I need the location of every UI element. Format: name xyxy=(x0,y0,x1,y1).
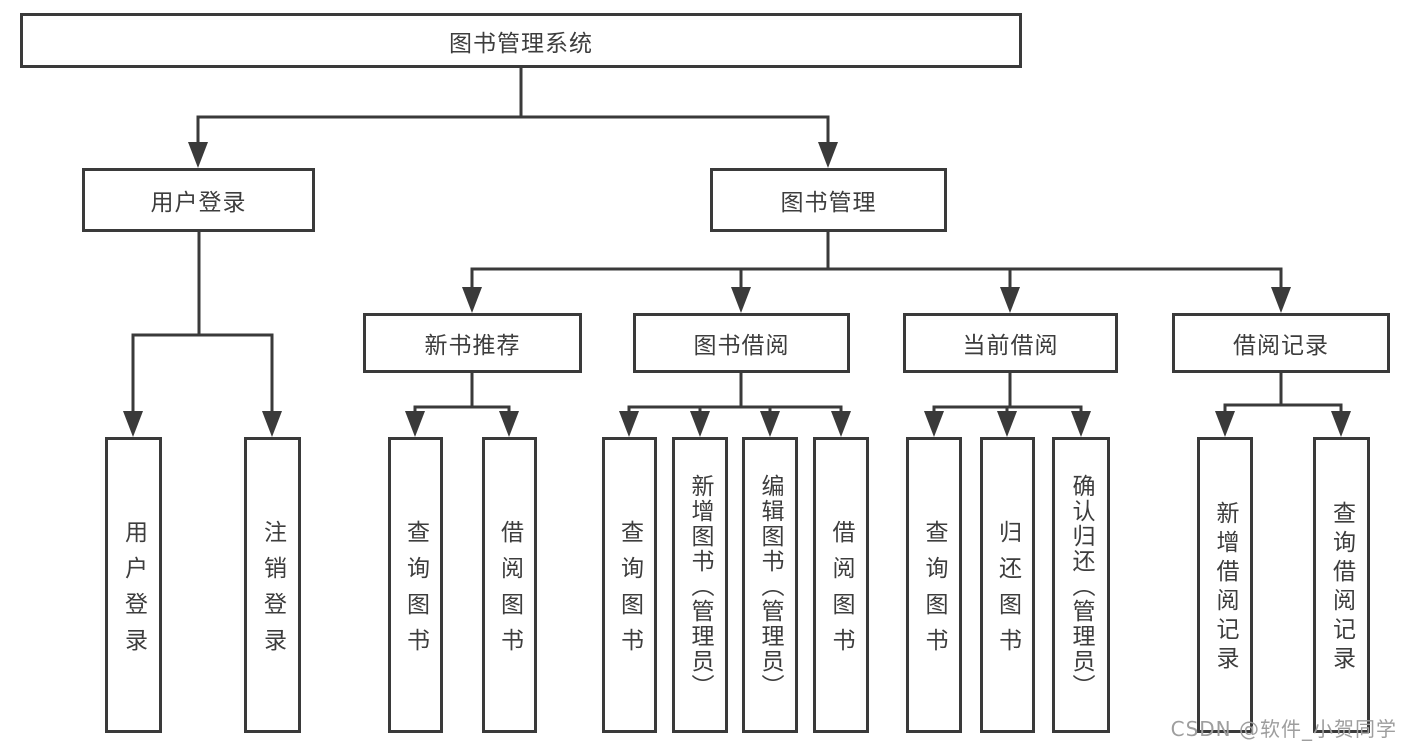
leaf-edit-books-admin: 编辑图书（管理员） xyxy=(742,437,798,733)
leaf-logout: 注销登录 xyxy=(244,437,301,733)
csdn-watermark: CSDN @软件_小贺同学 xyxy=(1170,717,1397,741)
leaf-label: 借阅图书 xyxy=(828,519,854,664)
leaf-label: 查询图书 xyxy=(616,519,643,664)
arrowheads xyxy=(123,142,1351,437)
node-user-login: 用户登录 xyxy=(82,168,315,232)
leaf-label: 用户登录 xyxy=(120,519,147,664)
node-root-system: 图书管理系统 xyxy=(20,13,1022,68)
leaf-add-books-admin: 新增图书（管理员） xyxy=(672,437,728,733)
leaf-return-books: 归还图书 xyxy=(980,437,1035,733)
leaf-query-books-borrow: 查询图书 xyxy=(602,437,657,733)
node-book-borrowing: 图书借阅 xyxy=(633,313,850,373)
leaf-query-books-current: 查询图书 xyxy=(906,437,962,733)
leaf-borrow-books: 借阅图书 xyxy=(813,437,869,733)
leaf-label: 借阅图书 xyxy=(496,519,523,664)
node-new-book-recommendation: 新书推荐 xyxy=(363,313,582,373)
leaf-label: 注销登录 xyxy=(259,519,286,664)
leaf-label: 新增图书（管理员） xyxy=(687,473,713,699)
leaf-label: 查询图书 xyxy=(921,519,947,664)
leaf-label: 编辑图书（管理员） xyxy=(757,473,783,699)
leaf-label: 查询借阅记录 xyxy=(1328,501,1355,675)
leaf-query-borrow-record: 查询借阅记录 xyxy=(1313,437,1370,733)
leaf-add-borrow-record: 新增借阅记录 xyxy=(1197,437,1253,733)
leaf-label: 查询图书 xyxy=(402,519,429,664)
leaf-label: 新增借阅记录 xyxy=(1212,501,1238,675)
node-current-borrowing: 当前借阅 xyxy=(903,313,1118,373)
leaf-borrow-books-recommend: 借阅图书 xyxy=(482,437,537,733)
node-borrowing-records: 借阅记录 xyxy=(1172,313,1390,373)
node-book-management: 图书管理 xyxy=(710,168,947,232)
leaf-label: 确认归还（管理员） xyxy=(1068,473,1094,699)
leaf-user-login: 用户登录 xyxy=(105,437,162,733)
leaf-query-books-recommend: 查询图书 xyxy=(388,437,443,733)
leaf-confirm-return-admin: 确认归还（管理员） xyxy=(1052,437,1110,733)
leaf-label: 归还图书 xyxy=(994,519,1021,664)
